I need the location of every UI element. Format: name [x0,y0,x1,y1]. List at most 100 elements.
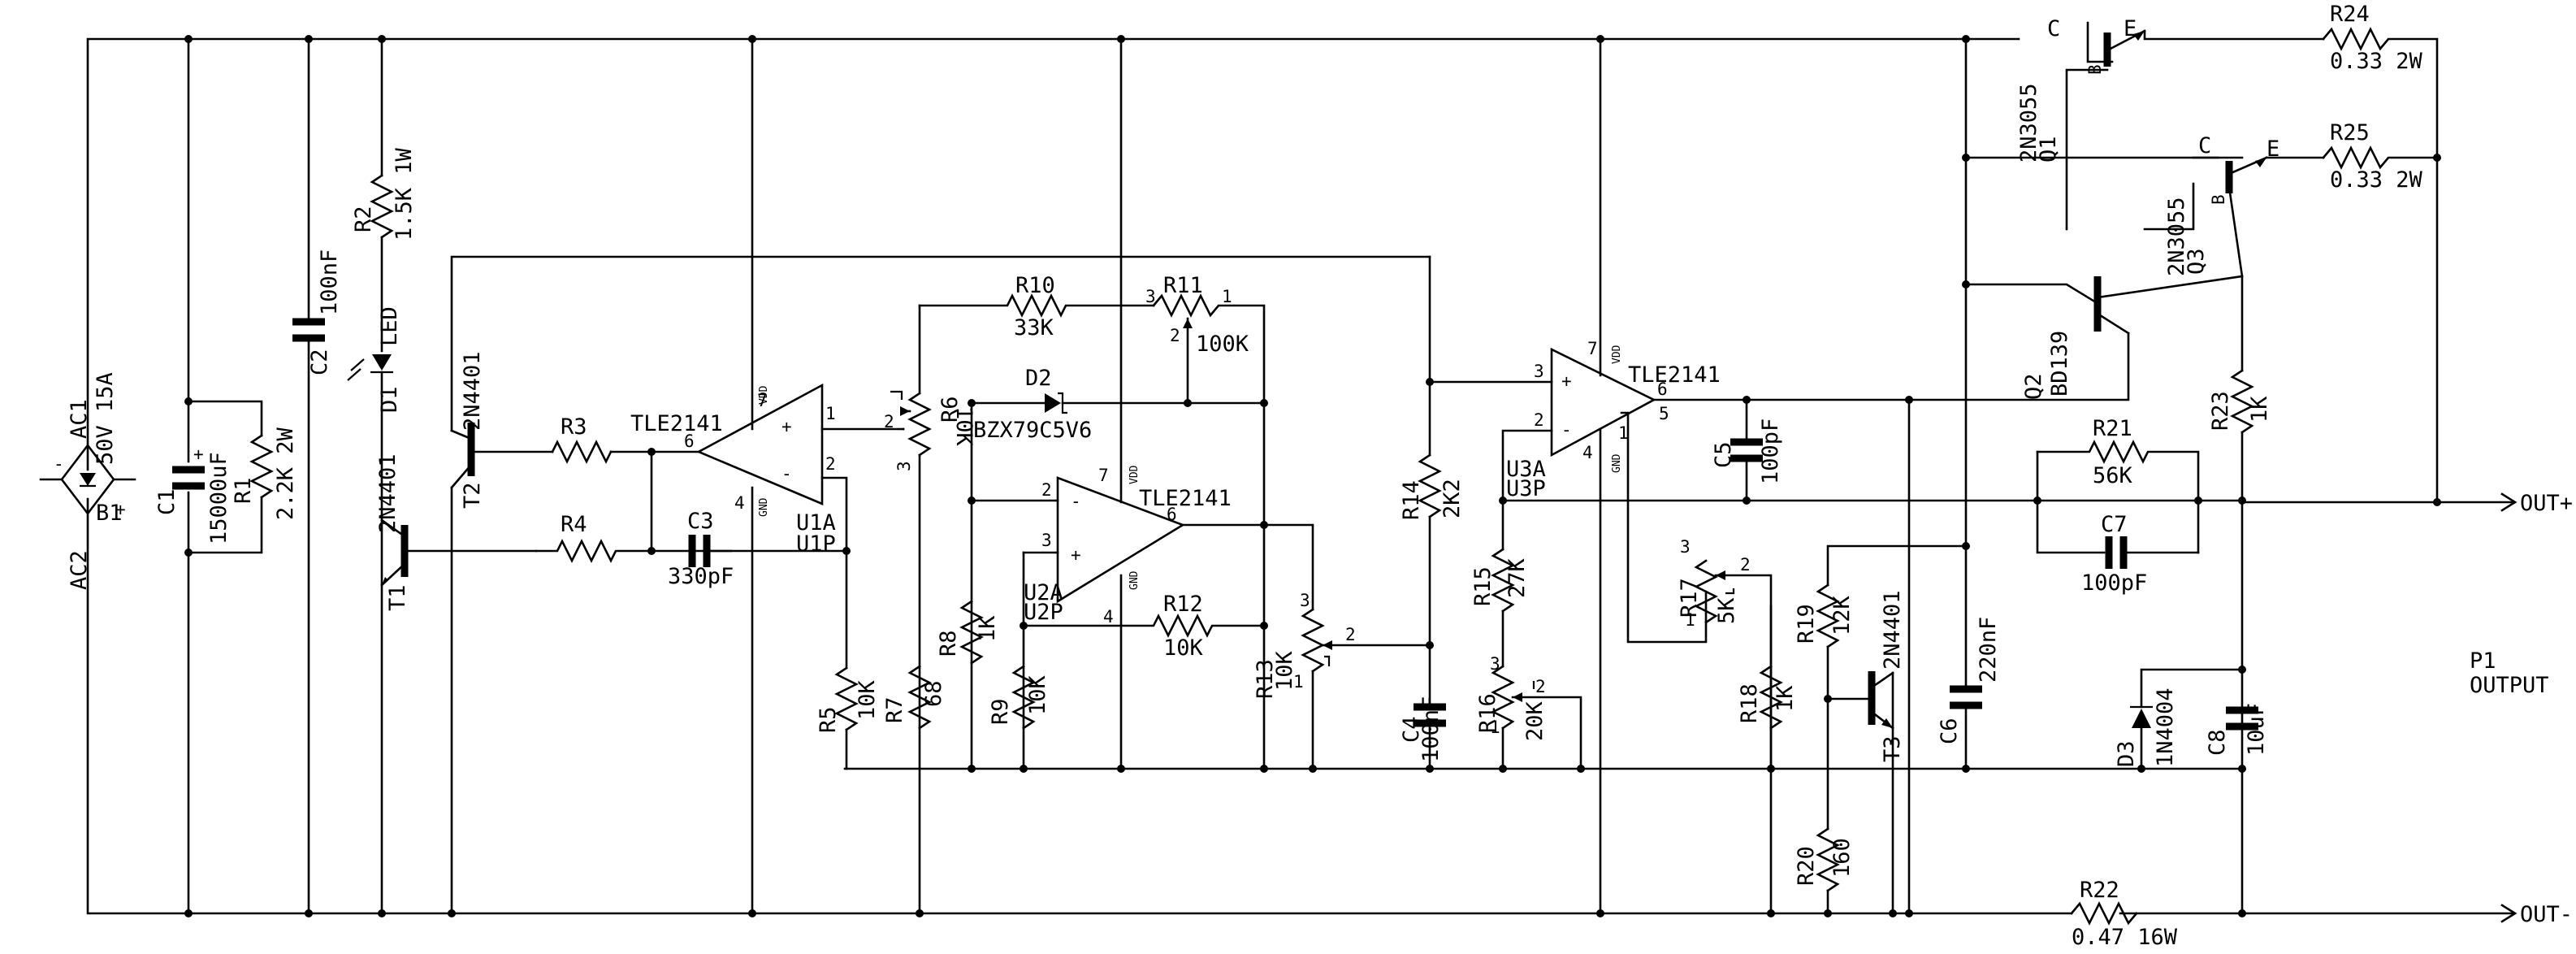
junction-dot [1962,154,1970,162]
label: U1P [796,531,836,557]
q2-driver: Q2 BD139 [1907,154,2244,401]
junction-dot [1962,280,1970,288]
wire-or-resistor [1620,411,1708,644]
wire-or-resistor [2230,369,2254,434]
wire-or-resistor [1491,548,1515,613]
label: 68 [921,680,946,707]
label: 5 [1659,404,1669,423]
junction-dot [184,397,193,405]
wire-or-resistor [551,440,613,464]
junction-dot [448,909,456,917]
label: C3 [687,509,714,534]
wire-or-resistor [2322,145,2439,170]
junction-dot [184,909,193,917]
label: R14 [1399,480,1424,520]
junction-dot [2238,666,2246,674]
junction-dot [1767,765,1775,773]
label: R8 [936,630,961,657]
label: 27K [1504,557,1530,598]
label: 7 [1587,339,1598,358]
label: GND [1128,570,1141,590]
label: 3 [1145,287,1156,306]
label: R3 [561,414,587,440]
label: GND [758,497,770,517]
wire-or-resistor [1907,332,2130,401]
junction-dots [184,35,2246,917]
label: 160 [1829,838,1855,878]
label: 7 [1098,466,1109,485]
label: 2 [884,412,894,431]
bridge-b1: - + B1 AC1 50V 15A AC2 [39,372,136,590]
label: 1K [1773,685,1798,712]
label: B [2085,64,2105,75]
wire-or-resistor [890,390,903,400]
symbol-shape [900,406,910,416]
junction-dot [1117,35,1125,43]
label: U3A [1506,457,1546,482]
label: R5 [816,706,841,733]
label: VDD [758,385,770,405]
junction-dot [1020,622,1028,630]
label: 4 [1103,607,1114,627]
junction-dot [1499,497,1507,505]
top-rail [86,37,2020,471]
junction-dot [1426,641,1434,649]
label: 6 [1657,379,1668,399]
junction-dot [1905,909,1913,917]
junction-dot [1020,765,1028,773]
r24-r25: R24 0.33 2W R25 0.33 2W [2322,2,2441,506]
junction-dot [968,765,976,773]
wire [450,463,473,489]
c2: C2 100nF [292,37,342,915]
wire [347,368,362,381]
symbol-shape [1183,319,1193,328]
supply-rails [86,37,2516,915]
label: - [781,464,792,484]
wire-or-resistor [1418,453,1442,518]
diode-d3-icon [2132,709,2151,728]
label: C7 [2101,512,2128,537]
p1-label: OUTPUT [2470,673,2549,698]
label: R16 [1475,693,1500,733]
label: 1 [1618,423,1629,443]
symbol-shape [1513,692,1522,702]
c1-value: 15000uF [206,452,232,544]
label: 2N4401 [375,453,400,533]
wire [2096,275,2244,299]
label: 1K [2247,396,2272,423]
label: R25 [2330,120,2370,145]
label: D3 [2114,740,2139,767]
bridge-body [60,443,115,516]
junction-dot [2137,765,2145,773]
label: R20 [1794,846,1819,886]
p1-ref: P1 [2470,648,2496,674]
label: R22 [2080,878,2119,903]
wire [2227,185,2244,278]
label: 100K [1196,332,1249,357]
wire-or-resistor [1964,283,2098,304]
r2-zigzag [370,174,394,239]
label: 3 [894,461,914,471]
label: 100nF [1418,696,1444,762]
r22: R22 0.47 16W [2070,878,2246,950]
wire-or-resistor [2322,27,2439,159]
junction-dot [1596,909,1604,917]
junction-dot [1184,399,1192,407]
wire-or-resistor [2140,668,2244,709]
label: R15 [1470,566,1496,606]
symbol-shape [2255,158,2266,167]
junction-dot [2194,497,2202,505]
b1-ac2: AC2 [67,550,92,590]
wire-or-resistor [1501,429,1553,502]
q1-q3-output: C E B Q1 2N3055 C E B Q3 2N3055 R23 1K [2016,16,2325,770]
junction-dot [647,547,656,555]
junction-dot [1426,765,1434,773]
wire-or-resistor [2143,182,2195,231]
r1-zigzag [249,434,274,499]
r15-r16-r17: R15 27K R16 20K 3 2 1 3 2 1 R17 5K [1470,497,2244,770]
symbol-shape [1716,570,1725,580]
label: 0.33 2W [2330,49,2423,74]
label: 2N3055 [2016,83,2041,163]
label: Q3 [2184,248,2209,275]
label: 20K [1522,700,1548,741]
